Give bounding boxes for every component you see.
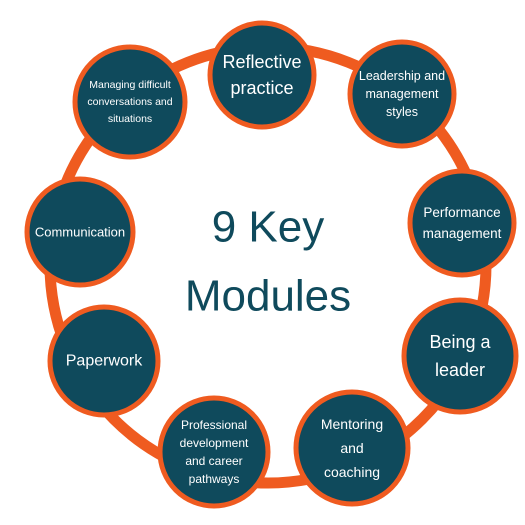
module-label-line: and [340, 440, 363, 456]
module-label-line: management [366, 87, 439, 101]
module-label-line: leader [435, 360, 485, 380]
module-label-line: practice [230, 78, 293, 98]
module-label-line: Mentoring [321, 416, 383, 432]
module-node-leadership-and-management-styles: Leadership and management styles [347, 39, 457, 149]
module-label-line: Communication [35, 225, 125, 240]
module-label-line: Managing difficult [89, 79, 171, 91]
module-label-line: coaching [324, 464, 380, 480]
module-circle [72, 44, 188, 160]
module-label-line: pathways [189, 472, 240, 486]
module-label-line: Paperwork [66, 353, 143, 370]
module-label-line: Reflective [222, 52, 301, 72]
module-circle [293, 389, 411, 507]
module-label-line: situations [108, 113, 152, 125]
module-circle [347, 39, 457, 149]
module-label-line: Leadership and [359, 69, 445, 83]
module-node-paperwork: Paperwork [47, 304, 161, 418]
module-nodes: Reflective practice Leadership and manageme… [24, 20, 519, 509]
module-label-line: Being a [429, 332, 491, 352]
module-label-line: management [423, 226, 502, 241]
module-node-being-a-leader: Being a leader [401, 297, 519, 415]
module-circle [47, 304, 161, 418]
module-label-line: and career [185, 454, 242, 468]
module-circle [401, 297, 519, 415]
module-circle [207, 20, 317, 130]
module-node-communication: Communication [24, 176, 136, 288]
module-label-line: Professional [181, 418, 247, 432]
module-node-mentoring-and-coaching: Mentoring and coaching [293, 389, 411, 507]
module-label-line: Performance [423, 205, 500, 220]
module-label-line: development [180, 436, 249, 450]
module-circle [24, 176, 136, 288]
module-label-line: conversations and [87, 96, 172, 108]
module-node-managing-difficult-conversations-and-situations: Managing difficult conversations and situa… [72, 44, 188, 160]
center-title-line-2: Modules [185, 272, 351, 321]
module-circle [157, 395, 271, 509]
module-node-reflective-practice: Reflective practice [207, 20, 317, 130]
module-label-line: styles [386, 105, 418, 119]
center-title-line-1: 9 Key [212, 203, 325, 252]
module-node-performance-management: Performance management [407, 168, 517, 278]
module-circle [407, 168, 517, 278]
module-node-professional-development-and-career-pathways: Professional development and career pathway… [157, 395, 271, 509]
